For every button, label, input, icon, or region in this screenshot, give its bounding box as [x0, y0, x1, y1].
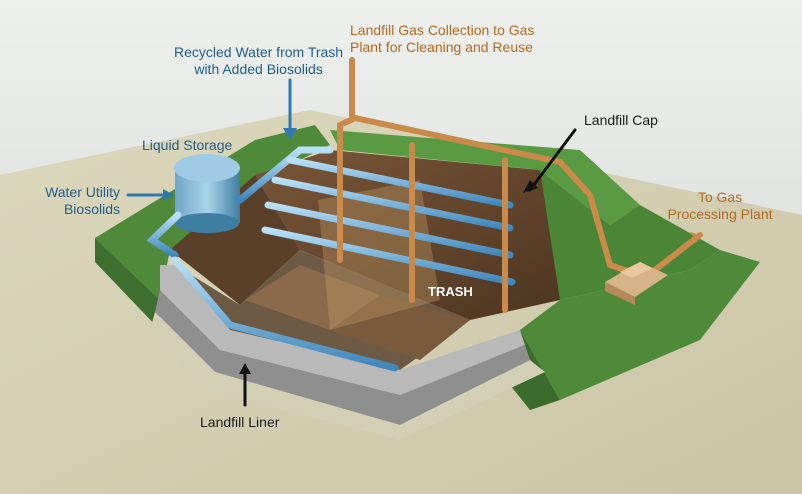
label-water-utility: Water Utility Biosolids [20, 184, 120, 218]
gas-plant [605, 262, 668, 297]
liner-lower [155, 290, 530, 425]
label-to-gas-plant: To Gas Processing Plant [660, 189, 780, 223]
gas-plant-top [620, 262, 652, 278]
grass-right [520, 250, 760, 400]
gas-pipe-header [337, 114, 643, 278]
pointer-landfill-cap-head [523, 180, 538, 193]
water-lateral-3 [264, 201, 514, 259]
label-to-gas-plant-line2: Processing Plant [667, 206, 773, 222]
grass-berm-left-side [95, 238, 160, 330]
label-to-gas-plant-line1: To Gas [697, 189, 743, 205]
label-recycled-water-line2: with Added Biosolids [194, 61, 323, 77]
water-pipe-riser [236, 146, 334, 204]
label-gas-collection: Landfill Gas Collection to Gas Plant for… [350, 22, 534, 56]
trash-cell-front [330, 295, 470, 360]
water-lateral-2 [271, 176, 514, 232]
label-recycled-water: Recycled Water from Trash with Added Bio… [174, 44, 343, 78]
water-pipe-return [171, 256, 399, 372]
label-recycled-water-line1: Recycled Water from Trash [174, 44, 344, 60]
label-liquid-storage: Liquid Storage [142, 137, 233, 153]
label-landfill-liner: Landfill Liner [200, 414, 280, 430]
liner-outer [160, 265, 525, 395]
label-gas-collection-line1: Landfill Gas Collection to Gas [350, 22, 535, 38]
gas-arrow-out [690, 232, 700, 242]
label-gas-collection-line2: Plant for Cleaning and Reuse [350, 39, 533, 55]
label-landfill-cap: Landfill Cap [584, 112, 658, 128]
water-lateral-4 [261, 226, 516, 286]
landfill-cap-top [330, 130, 640, 225]
label-water-utility-line1: Water Utility [45, 184, 120, 200]
water-lateral-1 [286, 156, 514, 209]
pointer-arrows [126, 58, 577, 407]
landfill-cap-slope [520, 170, 720, 300]
gas-pipe-to-plant [652, 232, 703, 273]
label-trash: TRASH [428, 284, 473, 299]
tank-bottom [175, 213, 239, 233]
water-pipes [146, 146, 516, 372]
pointer-landfill-cap [528, 128, 577, 192]
gas-plant-side [605, 282, 635, 305]
pointer-landfill-liner-head [239, 363, 251, 374]
pointer-water-utility-head [163, 189, 174, 201]
trash-cell-back [245, 265, 380, 330]
ground-edge [150, 312, 545, 440]
gas-pipes [337, 57, 703, 313]
label-water-utility-line2: Biosolids [63, 201, 120, 217]
tank-top [174, 154, 240, 182]
pointer-recycled-water-head [283, 128, 297, 140]
water-pipe-outlet [146, 211, 182, 259]
